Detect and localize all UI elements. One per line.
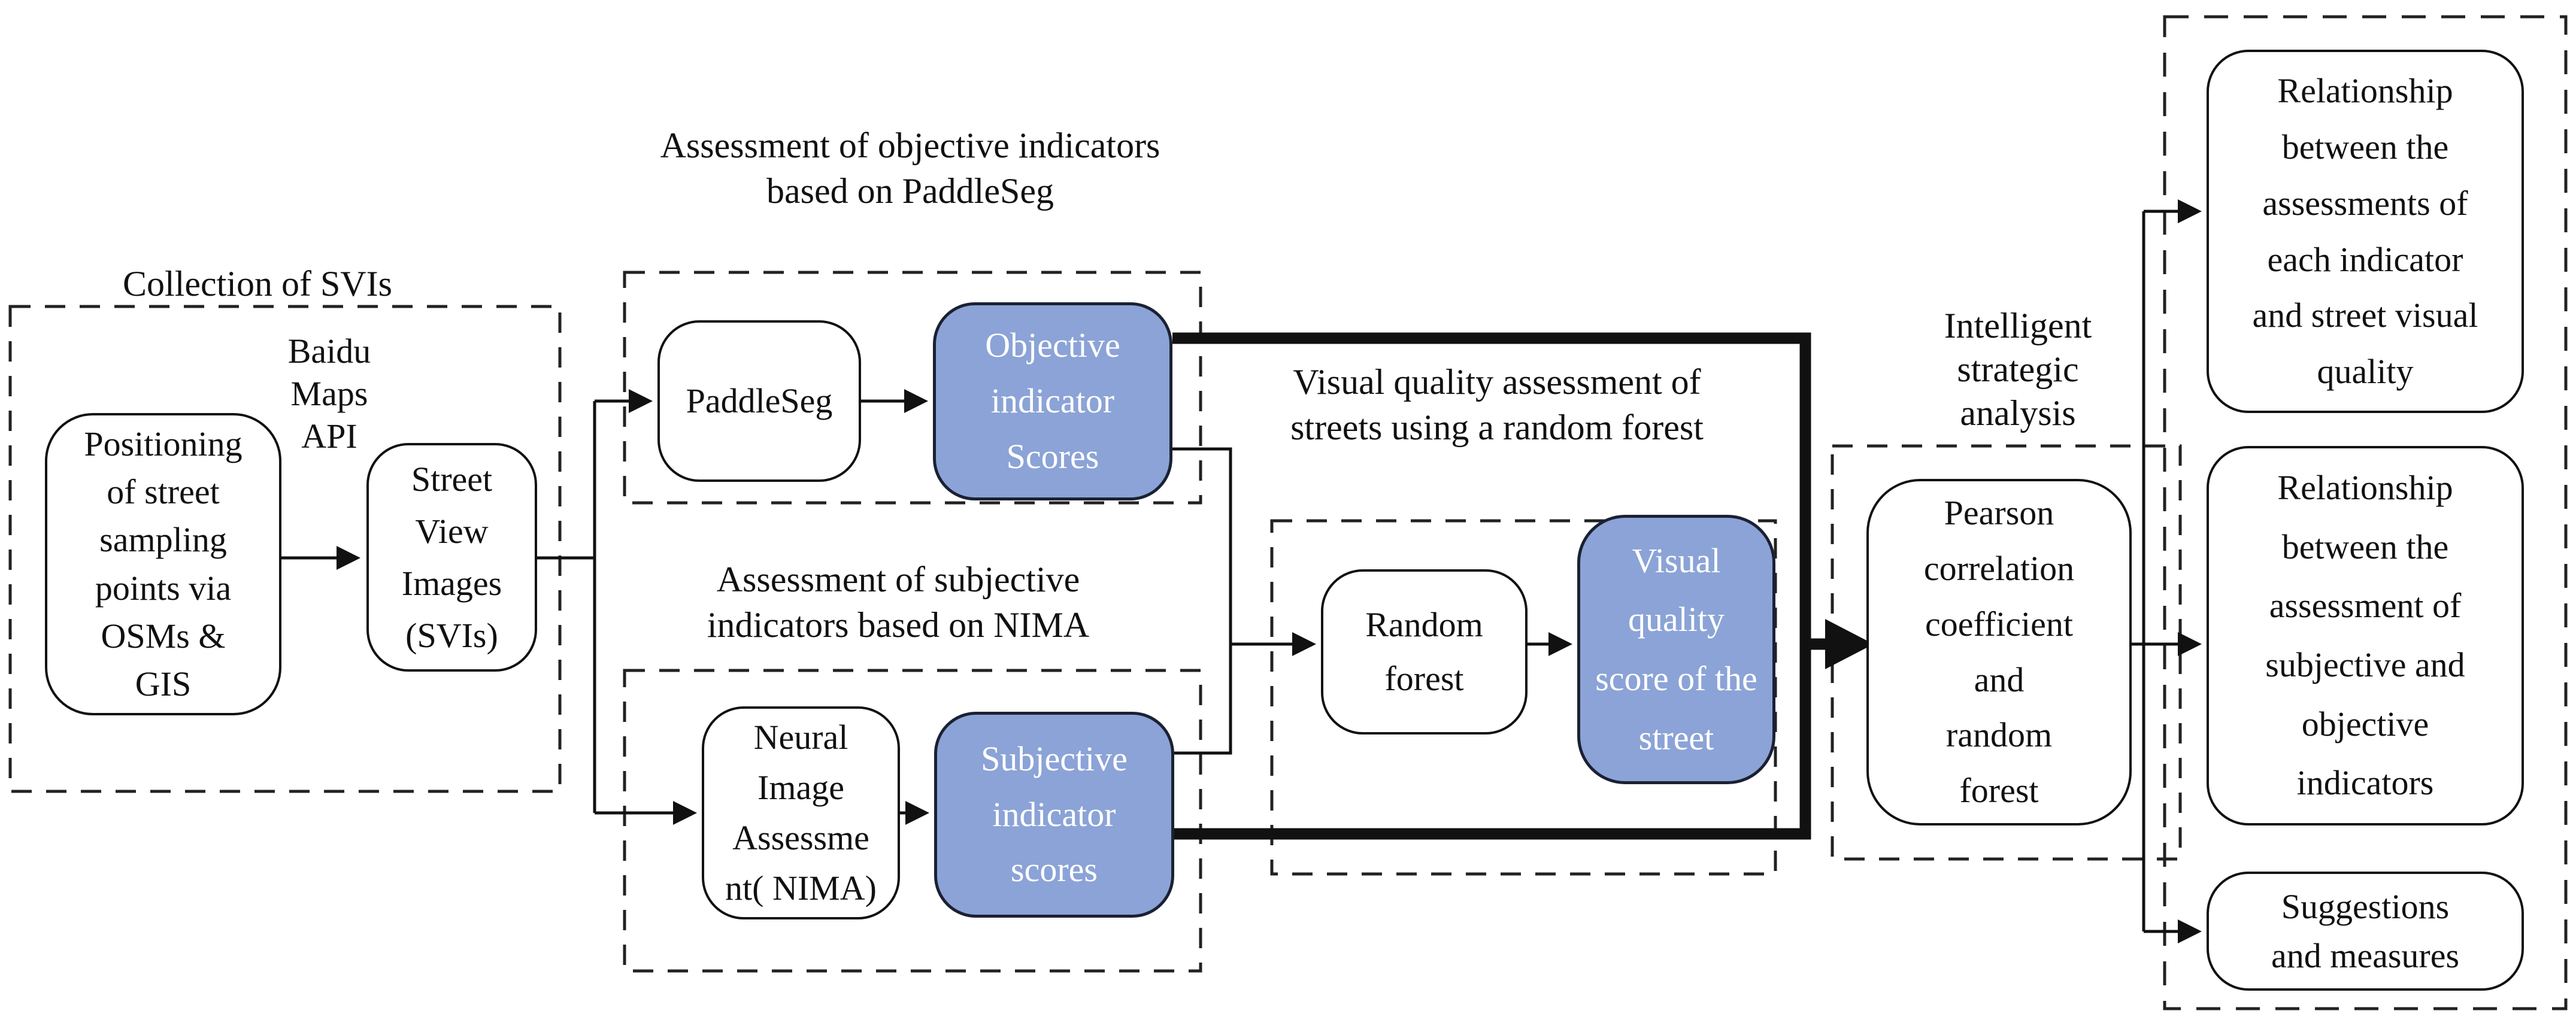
analysis-section-title: Intelligent strategic analysis bbox=[1944, 306, 2092, 433]
visual-quality-score-box: Visual quality score of the street bbox=[1577, 515, 1775, 784]
pearson-box: Pearson correlation coefficient and rand… bbox=[1866, 479, 2132, 825]
baidu-maps-api-label: Baidu Maps API bbox=[287, 332, 371, 456]
suggestions-measures-box: Suggestions and measures bbox=[2207, 872, 2524, 991]
street-view-images-box: Street View Images (SVIs) bbox=[366, 443, 537, 672]
thick-arrowhead-to-pearson bbox=[1825, 619, 1874, 669]
outputs-dashed-frame bbox=[2163, 15, 2568, 1010]
subjective-section-title: Assessment of subjective indicators base… bbox=[707, 560, 1090, 645]
visual-quality-dashed-frame bbox=[1270, 519, 1777, 876]
relationship-indicator-quality-box: Relationship between the assessments of … bbox=[2207, 50, 2524, 413]
subjective-indicator-scores-box: Subjective indicator scores bbox=[934, 712, 1174, 918]
nima-box: Neural Image Assessme nt( NIMA) bbox=[702, 706, 900, 919]
positioning-box: Positioning of street sampling points vi… bbox=[45, 413, 281, 715]
random-forest-box: Random forest bbox=[1321, 569, 1528, 734]
objective-section-title: Assessment of objective indicators based… bbox=[660, 126, 1160, 211]
analysis-dashed-frame bbox=[1831, 444, 2182, 861]
line-subjective-scores-to-merge bbox=[1174, 644, 1232, 755]
visual-quality-section-title: Visual quality assessment of streets usi… bbox=[1290, 362, 1704, 448]
collection-section-title: Collection of SVIs bbox=[123, 264, 392, 303]
thick-bracket-indicator-scores bbox=[1172, 332, 1811, 840]
relationship-subjective-objective-box: Relationship between the assessment of s… bbox=[2207, 446, 2524, 825]
paddleseg-box: PaddleSeg bbox=[657, 320, 861, 482]
objective-indicator-scores-box: Objective indicator Scores bbox=[933, 302, 1172, 500]
objective-dashed-frame bbox=[623, 271, 1202, 505]
line-objective-scores-to-merge bbox=[1172, 447, 1232, 644]
subjective-dashed-frame bbox=[623, 669, 1202, 973]
